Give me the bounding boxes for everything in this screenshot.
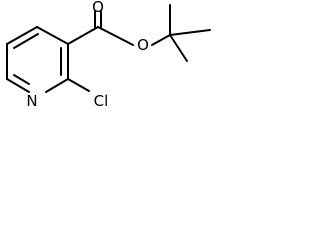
bond-carbonyl-ester-o [97,26,134,46]
bond-tbu-methyl-right [169,29,211,36]
structure-canvas: N Cl O O [0,0,216,138]
atom-nitrogen-label: N [26,92,37,110]
bond-c2-cl [67,78,90,92]
bond-c3-c4 [36,26,69,45]
bond-c4-c5-inner [13,33,39,49]
bond-tbu-methyl-bottom [169,34,188,62]
bond-c6-n1 [6,78,30,93]
bond-c3-carbonyl [67,26,99,45]
bond-n1-c2 [45,78,69,93]
bond-ester-o-tbu [151,34,171,46]
atom-ester-oxygen-label: O [137,36,149,54]
atom-chlorine-label: Cl [94,92,109,110]
bond-c4-c5 [6,26,38,45]
atom-carbonyl-oxygen-label: O [92,0,104,16]
molecule-diagram: N Cl O O [6,0,211,110]
bond-c6-n1-inner [13,74,30,85]
